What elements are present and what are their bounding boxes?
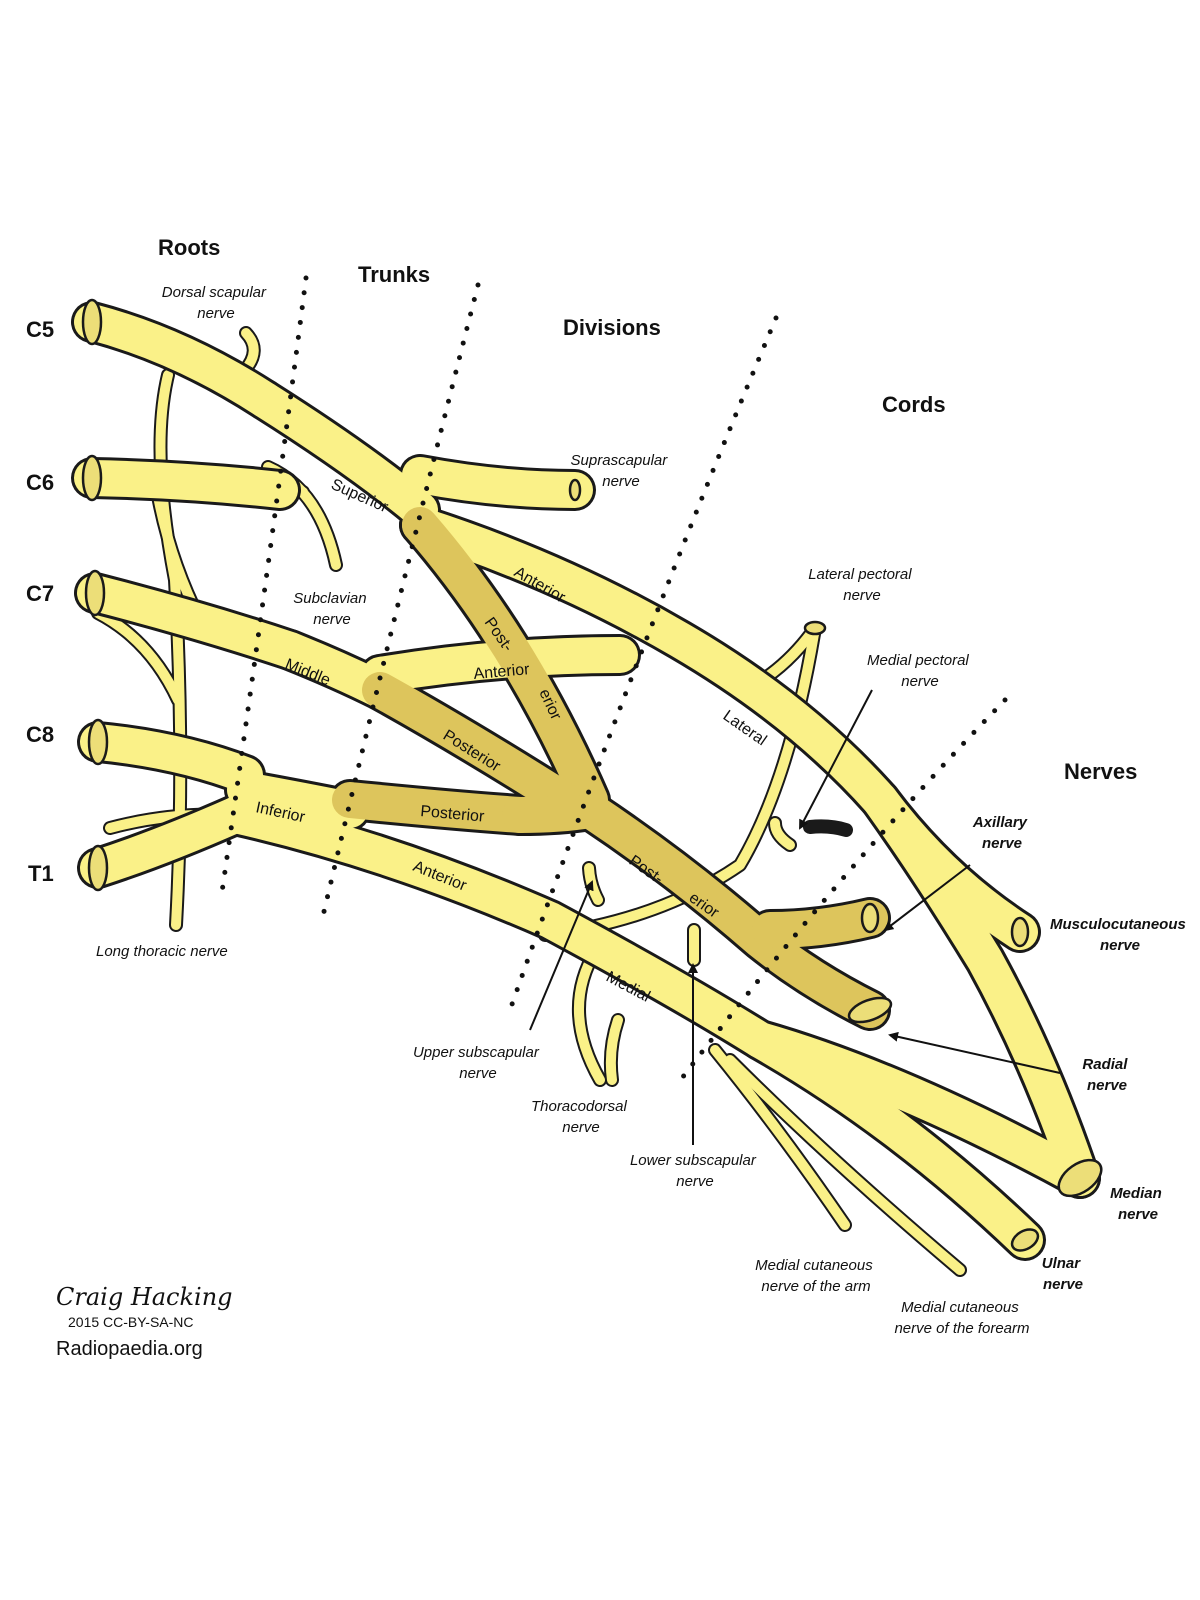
root-c6: C6 bbox=[26, 470, 54, 495]
label-axillary: Axillary nerve bbox=[972, 814, 1031, 852]
label-medial-cutaneous-forearm: Medial cutaneous nerve of the forearm bbox=[894, 1299, 1029, 1337]
thin-branches-outline bbox=[91, 326, 853, 1087]
heading-cords: Cords bbox=[882, 392, 946, 417]
arrow-upper-subscapular bbox=[529, 880, 594, 1031]
thin-branches-fill bbox=[93, 328, 820, 1085]
credit-license: 2015 CC-BY-SA-NC bbox=[68, 1314, 194, 1330]
arrow-radial bbox=[888, 1031, 1061, 1074]
pointer-arrows bbox=[529, 689, 1061, 1145]
label-posterior-inferior: Posterior bbox=[420, 803, 486, 826]
root-c8: C8 bbox=[26, 722, 54, 747]
heading-nerves: Nerves bbox=[1064, 759, 1137, 784]
label-dorsal-scapular: Dorsal scapular nerve bbox=[162, 284, 270, 322]
label-ulnar: Ulnar nerve bbox=[1042, 1255, 1085, 1293]
label-upper-subscapular: Upper subscapular nerve bbox=[413, 1044, 543, 1082]
divider-roots-trunks bbox=[219, 275, 309, 895]
divider-divisions-cords bbox=[507, 315, 779, 1013]
label-lower-subscapular: Lower subscapular nerve bbox=[630, 1152, 760, 1190]
heading-trunks: Trunks bbox=[358, 262, 430, 287]
root-c5: C5 bbox=[26, 317, 54, 342]
label-suprascapular: Suprascapular nerve bbox=[571, 452, 672, 490]
section-headings: Roots Trunks Divisions Cords Nerves bbox=[158, 235, 1137, 784]
root-t1: T1 bbox=[28, 861, 54, 886]
cutaneous-branches-fill bbox=[710, 1045, 965, 1275]
branch-labels: Dorsal scapular nerve Suprascapular nerv… bbox=[96, 284, 1030, 1337]
credit-site: Radiopaedia.org bbox=[56, 1338, 203, 1360]
label-medial-cutaneous-arm: Medial cutaneous nerve of the arm bbox=[755, 1257, 877, 1295]
label-median: Median nerve bbox=[1110, 1185, 1166, 1223]
posterior-fill bbox=[332, 507, 888, 1028]
section-dividers bbox=[219, 275, 1008, 1089]
root-c7: C7 bbox=[26, 581, 54, 606]
heading-roots: Roots bbox=[158, 235, 220, 260]
nerve-structure bbox=[71, 298, 1103, 1277]
heading-divisions: Divisions bbox=[563, 315, 661, 340]
arrow-axillary bbox=[883, 864, 971, 932]
credit-block: Craig Hacking 2015 CC-BY-SA-NC Radiopaed… bbox=[56, 1283, 233, 1360]
label-subclavian: Subclavian nerve bbox=[293, 590, 371, 628]
label-lateral-pectoral: Lateral pectoral nerve bbox=[808, 566, 916, 604]
nerve-end-caps bbox=[81, 298, 1103, 1252]
label-thoracodorsal: Thoracodorsal nerve bbox=[531, 1098, 631, 1136]
label-medial-pectoral: Medial pectoral nerve bbox=[867, 652, 973, 690]
label-musculocutaneous: Musculocutaneous nerve bbox=[1050, 916, 1190, 954]
root-labels: C5 C6 C7 C8 T1 bbox=[26, 317, 54, 886]
label-anterior-middle: Anterior bbox=[473, 661, 531, 683]
label-radial: Radial nerve bbox=[1082, 1056, 1131, 1094]
divider-cords-nerves bbox=[673, 697, 1008, 1089]
terminal-labels: Axillary nerve Musculocutaneous nerve Ra… bbox=[972, 814, 1190, 1293]
credit-author: Craig Hacking bbox=[56, 1283, 233, 1311]
label-long-thoracic: Long thoracic nerve bbox=[96, 943, 228, 960]
arrow-medial-pectoral bbox=[799, 689, 873, 830]
main-nerves-fill bbox=[74, 304, 1098, 1258]
divider-trunks-divisions bbox=[319, 282, 481, 923]
